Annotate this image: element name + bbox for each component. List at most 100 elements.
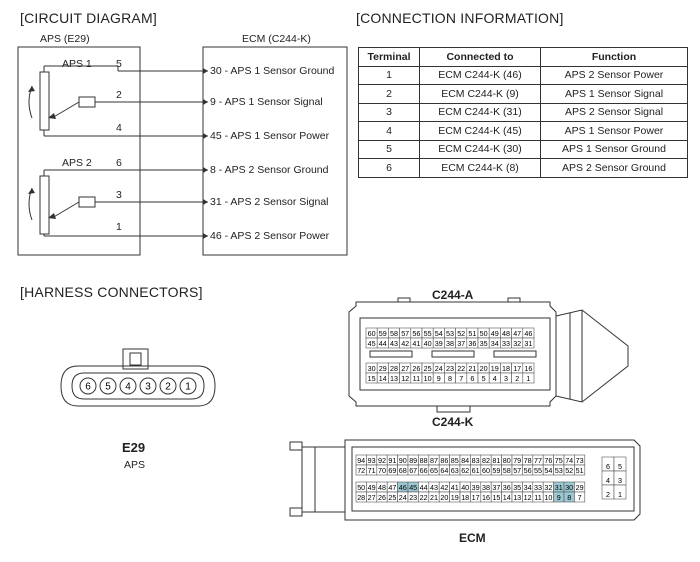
c244k-pin: 71 — [368, 466, 376, 475]
c244a-pin: 46 — [524, 329, 532, 338]
c244k-pin: 58 — [503, 466, 511, 475]
c244k-pin: 52 — [565, 466, 573, 475]
c244k-pin: 28 — [357, 493, 365, 502]
c244a-pin: 54 — [435, 329, 443, 338]
c244k-pin: 37 — [492, 483, 500, 492]
c244k-pin: 27 — [368, 493, 376, 502]
c244a-pin: 38 — [446, 339, 454, 348]
c244a-pin: 8 — [448, 374, 452, 383]
c244k-pin: 57 — [513, 466, 521, 475]
c244k-pin: 53 — [555, 466, 563, 475]
c244a-pin: 9 — [437, 374, 441, 383]
aps-box — [17, 46, 141, 256]
e29-pin: 3 — [145, 382, 151, 393]
c244k-pin: 9 — [557, 493, 561, 502]
aps-box-label: APS (E29) — [40, 33, 90, 45]
c244k-pin: 59 — [492, 466, 500, 475]
c244k-pin: 65 — [430, 466, 438, 475]
ecm-label: ECM — [459, 531, 486, 545]
c244k-pin: 85 — [451, 456, 459, 465]
c244a-pin: 7 — [459, 374, 463, 383]
c244a-boot — [555, 309, 629, 403]
c244a-pin: 51 — [468, 329, 476, 338]
c244a-pin: 21 — [468, 364, 476, 373]
c244k-pin: 43 — [430, 483, 438, 492]
c244a-pin: 13 — [390, 374, 398, 383]
c244a-pin: 17 — [513, 364, 521, 373]
c244k-pin: 21 — [430, 493, 438, 502]
function-cell: APS 2 Sensor Ground — [540, 158, 688, 178]
c244a-pin: 55 — [424, 329, 432, 338]
c244a-pin: 29 — [379, 364, 387, 373]
aps-pin-label: 5 — [116, 58, 122, 70]
c244k-pin: 22 — [420, 493, 428, 502]
aps-pin-label: 6 — [116, 157, 122, 169]
c244k-pin: 36 — [503, 483, 511, 492]
e29-sub: APS — [124, 459, 146, 471]
c244k-pin: 62 — [461, 466, 469, 475]
c244k-body — [344, 439, 641, 521]
c244k-pin: 70 — [378, 466, 386, 475]
ecm-pin-label: 46 - APS 2 Sensor Power — [210, 230, 330, 242]
c244a-pin: 12 — [401, 374, 409, 383]
c244a-pin: 2 — [515, 374, 519, 383]
c244a-pin: 22 — [457, 364, 465, 373]
connected-cell: ECM C244-K (46) — [419, 65, 541, 85]
c244k-pin: 10 — [544, 493, 552, 502]
c244k-pin: 44 — [420, 483, 428, 492]
c244k-pin: 78 — [524, 456, 532, 465]
c244k-pin: 17 — [472, 493, 480, 502]
c244k-pin: 64 — [440, 466, 448, 475]
c244a-pin-cell — [522, 372, 535, 384]
c244k-pin: 18 — [461, 493, 469, 502]
c244k-pin: 41 — [451, 483, 459, 492]
c244a-pin: 31 — [524, 339, 532, 348]
c244k-pin: 77 — [534, 456, 542, 465]
c244k-pin: 34 — [524, 483, 532, 492]
c244k-pin: 63 — [451, 466, 459, 475]
c244a-pin: 37 — [457, 339, 465, 348]
c244a-pin: 50 — [480, 329, 488, 338]
c244k-pin: 49 — [368, 483, 376, 492]
table-header-row: Terminal Connected to Function — [358, 47, 688, 67]
c244k-pin: 66 — [420, 466, 428, 475]
c244a-pin: 6 — [470, 374, 474, 383]
c244k-pin: 93 — [368, 456, 376, 465]
aps-pin-label: 3 — [116, 189, 122, 201]
harness-connectors-title: [HARNESS CONNECTORS] — [20, 284, 203, 300]
c244k-pin: 39 — [472, 483, 480, 492]
c244a-pin: 26 — [412, 364, 420, 373]
function-cell: APS 2 Sensor Signal — [540, 102, 688, 122]
c244k-pin: 88 — [420, 456, 428, 465]
ecm-box — [202, 46, 348, 256]
ecm-pin-label: 45 - APS 1 Sensor Power — [210, 130, 330, 142]
c244k-pin: 68 — [399, 466, 407, 475]
c244k-pin: 47 — [388, 483, 396, 492]
e29-name: E29 — [122, 440, 146, 455]
c244a-pin: 1 — [526, 374, 530, 383]
c244a-pin-cell — [522, 337, 535, 349]
function-cell: APS 1 Sensor Ground — [540, 139, 688, 159]
c244k-side-pin: 5 — [618, 462, 622, 471]
c244k-pin: 31 — [555, 483, 563, 492]
c244a-pin: 43 — [390, 339, 398, 348]
c244a-pin: 39 — [435, 339, 443, 348]
c244k-pin-cell — [574, 491, 586, 503]
c244k-pin: 8 — [567, 493, 571, 502]
c244k-pin: 83 — [472, 456, 480, 465]
e29-pin: 1 — [185, 382, 191, 393]
c244k-side-pin-cell — [613, 484, 627, 500]
c244a-label: C244-A — [432, 288, 474, 302]
ecm-box-label: ECM (C244-K) — [242, 33, 311, 45]
connected-cell: ECM C244-K (8) — [419, 158, 541, 178]
c244a-pin: 49 — [491, 329, 499, 338]
c244k-pin: 91 — [388, 456, 396, 465]
e29-latch — [122, 348, 149, 370]
c244a-pin: 48 — [502, 329, 510, 338]
c244k-pin: 30 — [565, 483, 573, 492]
